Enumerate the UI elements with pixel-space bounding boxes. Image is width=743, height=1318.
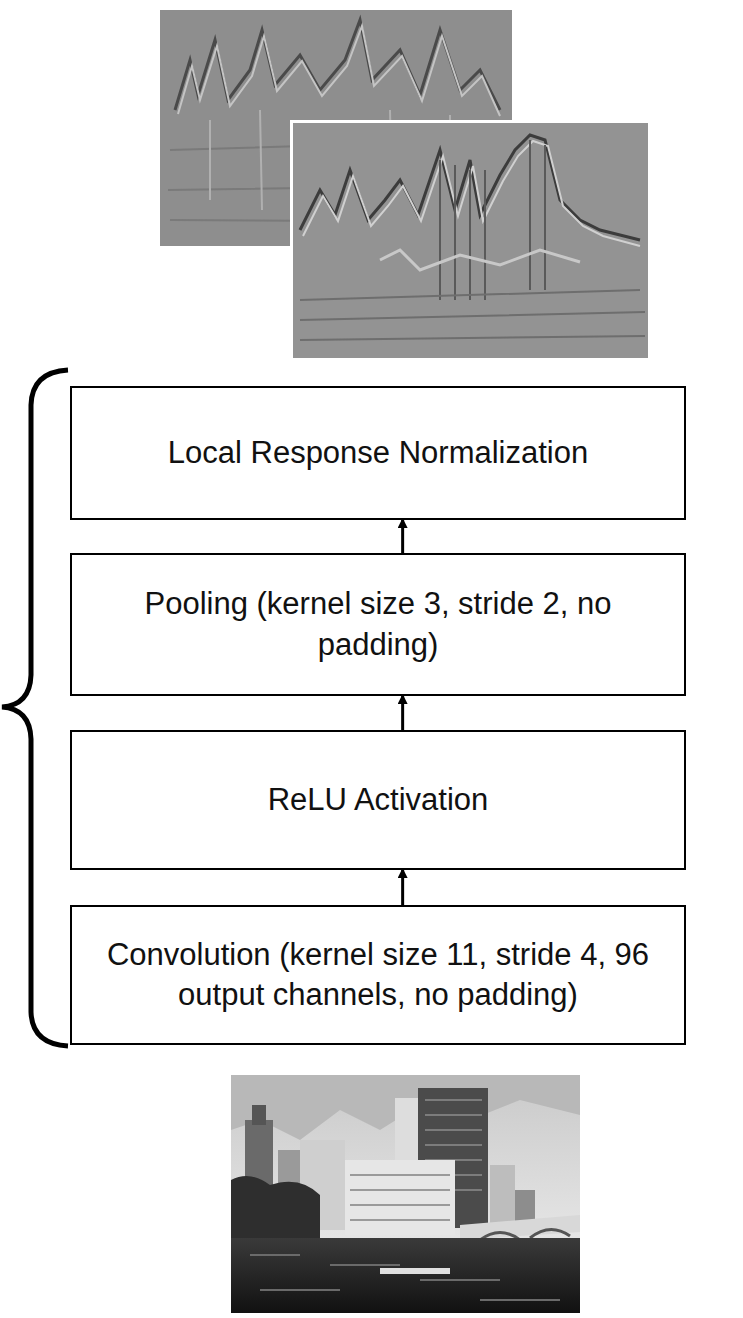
input-photo [231, 1075, 580, 1313]
pooling-box: Pooling (kernel size 3, stride 2, no pad… [70, 553, 686, 696]
activation-box: ReLU Activation [70, 730, 686, 870]
box-label: Pooling (kernel size 3, stride 2, no pad… [88, 584, 668, 665]
flow-arrow [401, 870, 404, 905]
box-label: Local Response Normalization [168, 433, 588, 473]
flow-arrow [401, 520, 404, 553]
convolution-box: Convolution (kernel size 11, stride 4, 9… [70, 905, 686, 1045]
grouping-brace [2, 370, 68, 1046]
box-label: Convolution (kernel size 11, stride 4, 9… [88, 935, 668, 1016]
flow-arrow [401, 696, 404, 730]
box-label: ReLU Activation [268, 780, 489, 820]
normalization-box: Local Response Normalization [70, 386, 686, 520]
feature-map-front [290, 120, 650, 360]
